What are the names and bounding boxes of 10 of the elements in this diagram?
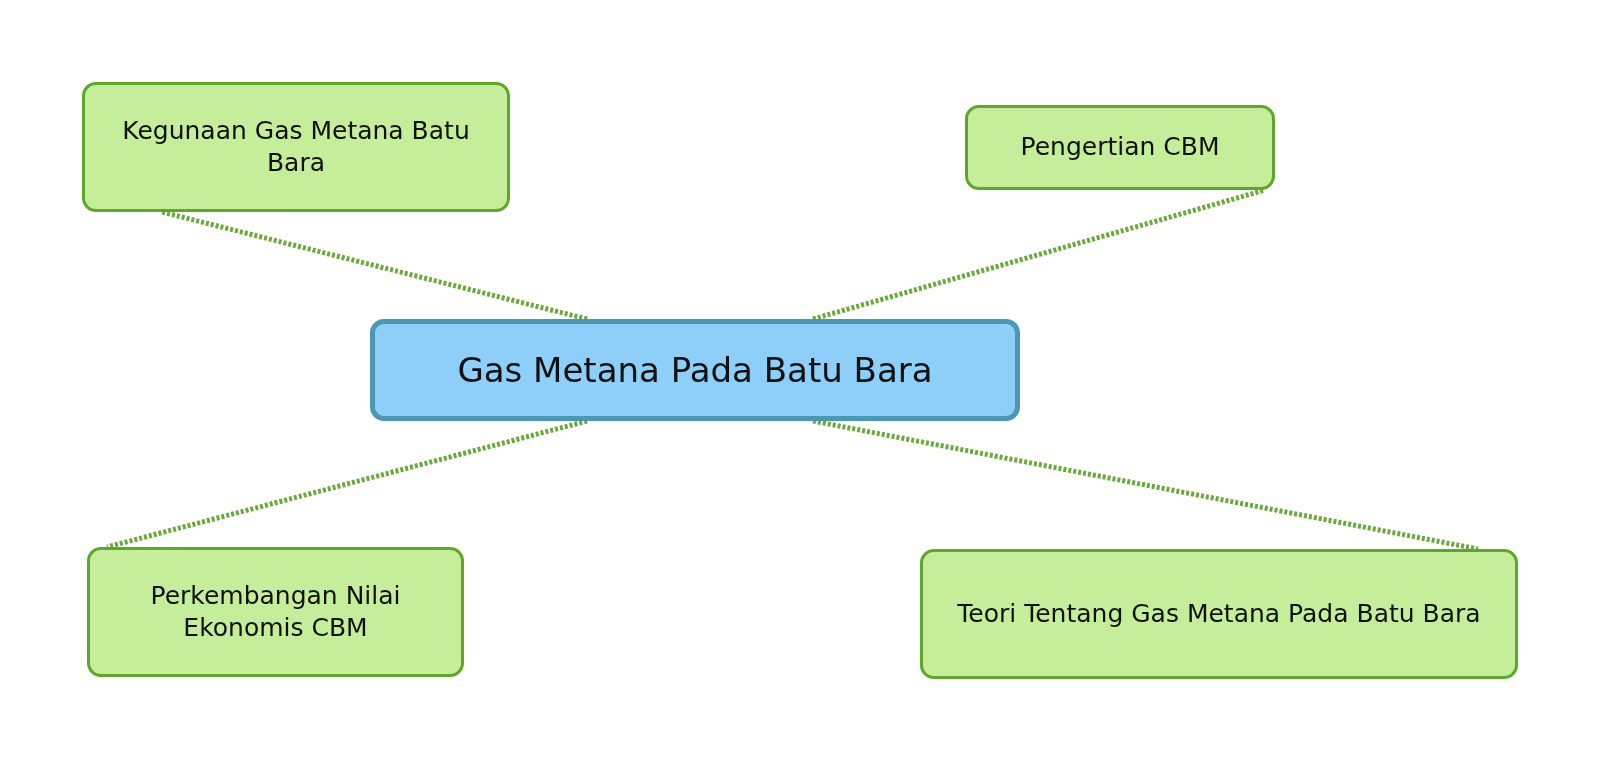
topic-label: Gas Metana Pada Batu Bara <box>457 350 933 390</box>
subtopic-box <box>920 549 1518 679</box>
subtopic-box <box>82 82 510 212</box>
subtopic-label: Kegunaan Gas Metana Batu Bara <box>121 114 471 179</box>
subtopic-label: Perkembangan Nilai Ekonomis CBM <box>149 579 402 644</box>
subtopic-box <box>965 105 1275 190</box>
subtopic-box <box>87 547 464 677</box>
central-topic-box <box>370 319 1020 421</box>
subtopic-label: Teori Tentang Gas Metana Pada Batu Bara <box>957 597 1481 630</box>
subtopic-label: Pengertian CBM <box>1020 131 1220 164</box>
